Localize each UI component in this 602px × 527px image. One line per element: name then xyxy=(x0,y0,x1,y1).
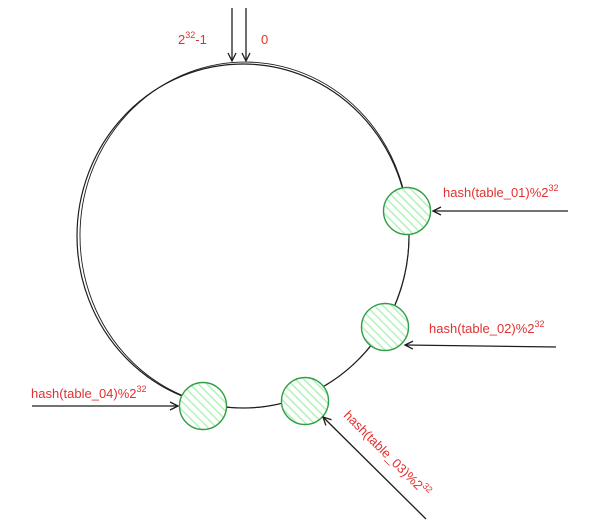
node-label: hash(table_04)%232 xyxy=(31,384,147,401)
node-circle xyxy=(178,381,228,431)
hash-ring xyxy=(76,61,410,409)
node-arrow xyxy=(405,345,557,347)
node-label: hash(table_03)%232 xyxy=(341,406,435,500)
node-arrow xyxy=(323,417,427,520)
ring-max-label: 232-1 xyxy=(178,30,207,47)
node-table-04: hash(table_04)%232 xyxy=(31,381,228,431)
node-table-01: hash(table_01)%232 xyxy=(382,183,568,236)
node-circle xyxy=(382,186,432,236)
node-label: hash(table_02)%232 xyxy=(429,319,545,336)
node-circle xyxy=(280,376,330,426)
node-label: hash(table_01)%232 xyxy=(443,183,559,200)
node-circle xyxy=(360,302,410,352)
ring-zero-label: 0 xyxy=(261,32,268,47)
ring-origin-arrows xyxy=(232,8,246,61)
node-table-02: hash(table_02)%232 xyxy=(360,302,557,352)
node-table-03: hash(table_03)%232 xyxy=(280,376,435,520)
